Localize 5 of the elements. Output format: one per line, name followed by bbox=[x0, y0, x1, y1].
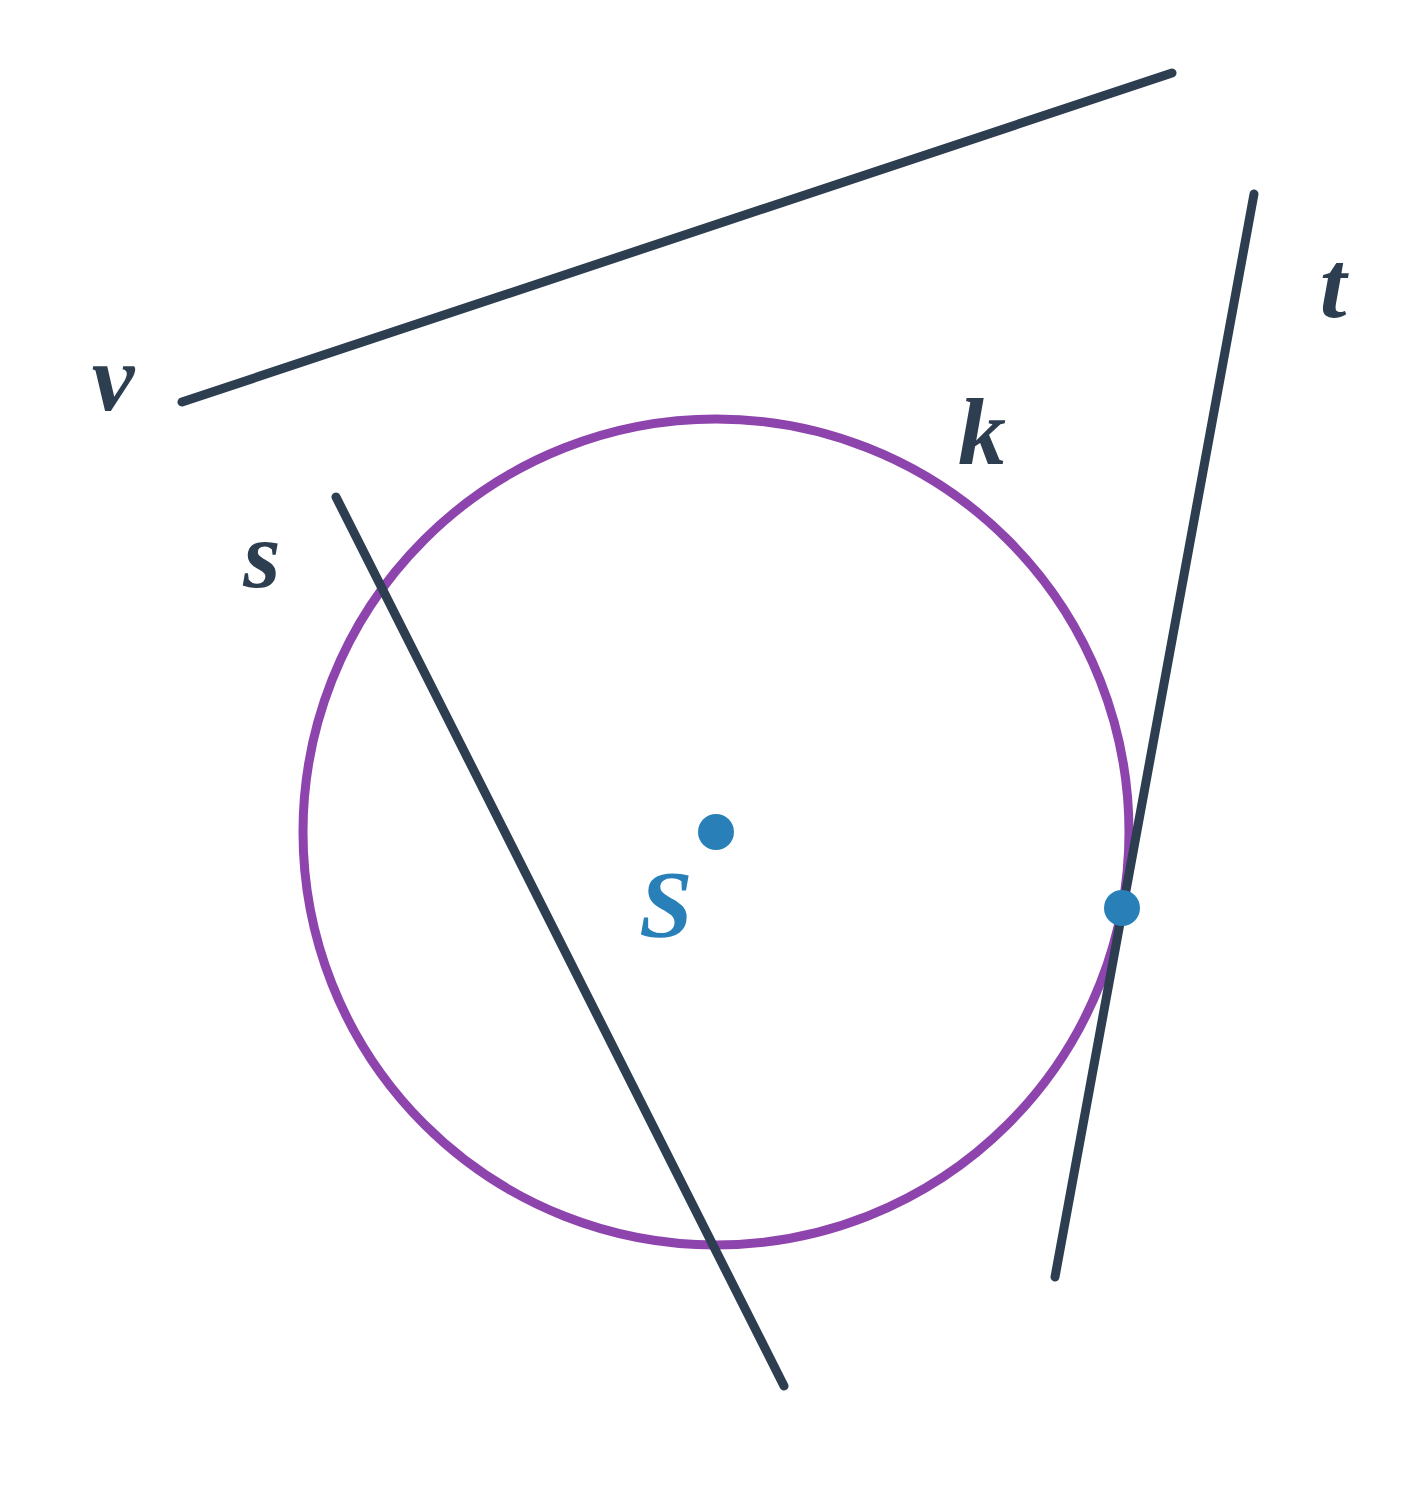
point-label: S bbox=[639, 857, 693, 953]
circle-label: k bbox=[958, 384, 1006, 480]
line-label: s bbox=[243, 507, 281, 603]
line-label: v bbox=[91, 330, 135, 426]
line-label: t bbox=[1319, 237, 1347, 333]
